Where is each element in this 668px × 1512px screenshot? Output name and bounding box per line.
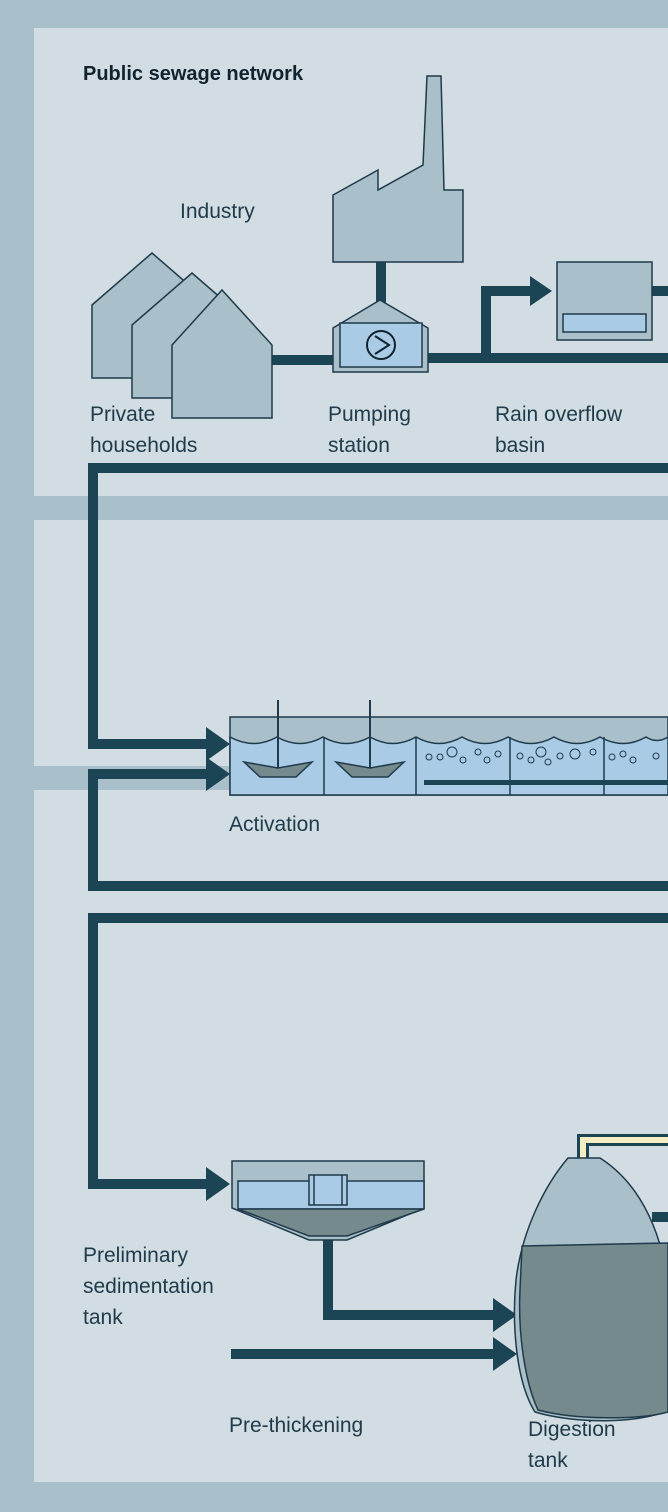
arrow-to-sedimentation bbox=[206, 1167, 230, 1201]
pipe-overflow-out bbox=[652, 286, 668, 296]
rain-overflow-label-line2: basin bbox=[495, 434, 545, 457]
private-households-label-line1: Private bbox=[90, 403, 155, 426]
preliminary-label-line1: Preliminary bbox=[83, 1244, 189, 1267]
private-households-label-line2: households bbox=[90, 434, 197, 457]
pipe-industry-to-pumping bbox=[376, 256, 386, 306]
industry-icon bbox=[332, 75, 464, 263]
pipe-pumping-out bbox=[428, 353, 668, 363]
preliminary-sedimentation-tank-icon bbox=[231, 1160, 425, 1241]
pipe-to-activation-1 bbox=[88, 739, 208, 749]
arrow-to-activation-2 bbox=[206, 757, 230, 791]
pipe-to-sedimentation bbox=[88, 1179, 208, 1189]
pipe-prethickening bbox=[231, 1349, 495, 1359]
private-households-icon bbox=[91, 252, 273, 419]
arrow-to-overflow bbox=[530, 276, 552, 306]
pipe-overflow-feed bbox=[481, 286, 531, 296]
pipe-households-to-pumping bbox=[268, 355, 338, 365]
digestion-tank-label-line2: tank bbox=[528, 1449, 568, 1472]
preliminary-label-line2: sedimentation bbox=[83, 1275, 214, 1298]
activation-label: Activation bbox=[229, 813, 320, 836]
pipe-sludge-down bbox=[88, 913, 98, 1189]
arrow-to-digestion-1 bbox=[493, 1298, 517, 1332]
pipe-sedimentation-to-digestion bbox=[323, 1310, 495, 1320]
network-title: Public sewage network bbox=[83, 63, 304, 85]
pipe-overflow-riser bbox=[481, 286, 491, 358]
pumping-station-icon bbox=[332, 299, 429, 373]
pipe-sludge-top bbox=[88, 913, 668, 923]
pumping-station-label-line2: station bbox=[328, 434, 390, 457]
arrow-to-activation-1 bbox=[206, 727, 230, 761]
pipe-network-down bbox=[88, 463, 98, 749]
pipe-digestion-out-1 bbox=[652, 1212, 668, 1222]
preliminary-label-line3: tank bbox=[83, 1306, 123, 1329]
pipe-return-bottom bbox=[88, 881, 668, 891]
pumping-station-label-line1: Pumping bbox=[328, 403, 411, 426]
arrow-to-digestion-2 bbox=[493, 1337, 517, 1371]
digestion-tank-icon bbox=[513, 1157, 668, 1422]
pipe-network-main bbox=[88, 463, 668, 473]
digestion-tank-label-line1: Digestion bbox=[528, 1418, 616, 1441]
rain-overflow-label-line1: Rain overflow bbox=[495, 403, 623, 426]
pipe-to-activation-2 bbox=[88, 769, 208, 779]
pipe-return-riser bbox=[88, 769, 98, 891]
gas-pipe bbox=[580, 1137, 668, 1158]
rain-overflow-basin-icon bbox=[556, 261, 653, 341]
activation-tank-icon bbox=[229, 700, 668, 796]
pre-thickening-label: Pre-thickening bbox=[229, 1414, 363, 1437]
pipe-sedimentation-drop bbox=[323, 1240, 333, 1320]
industry-label: Industry bbox=[180, 200, 255, 223]
